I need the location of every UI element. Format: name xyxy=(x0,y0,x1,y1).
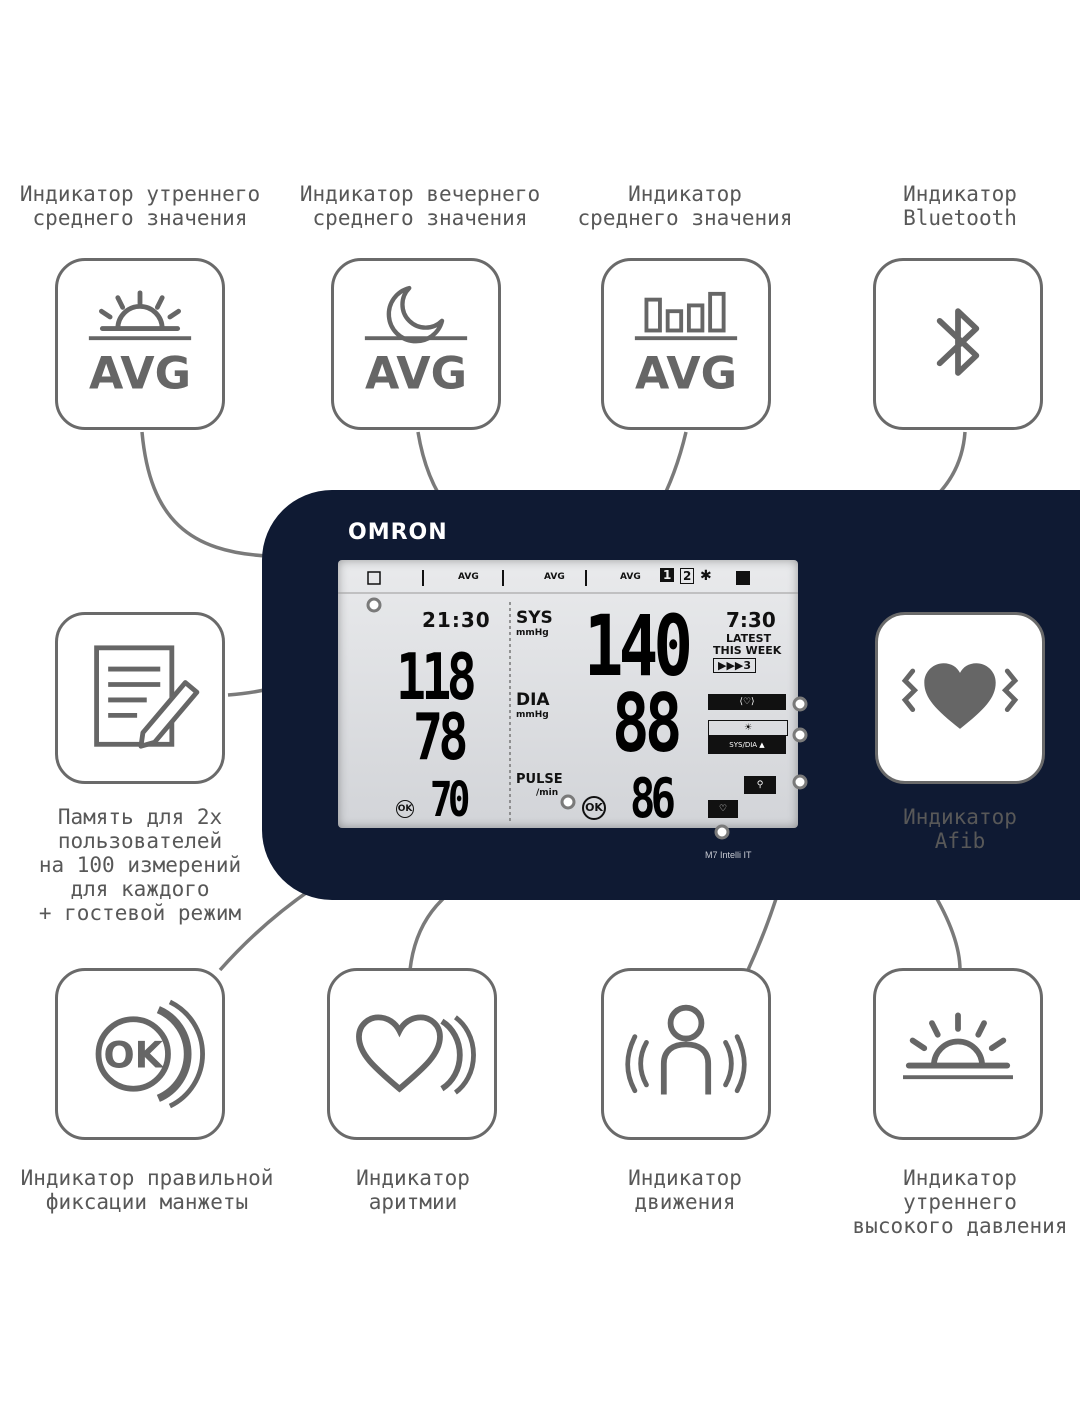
arrhythmia-heart-icon xyxy=(356,1014,476,1095)
top-avg-evening: AVG xyxy=(544,572,565,582)
sys-label: SYS xyxy=(516,608,553,628)
card-evening-avg: AVG xyxy=(331,258,501,430)
latest-label: LATEST xyxy=(726,632,772,645)
sunrise-icon xyxy=(903,1012,1013,1080)
caption-afib: Индикатор Afib xyxy=(903,805,1017,853)
memory-pulse-value: 70 xyxy=(430,772,470,828)
dia-unit: mmHg xyxy=(516,710,549,720)
pulse-unit: /min xyxy=(536,788,559,798)
bluetooth-icon xyxy=(936,308,980,376)
motion-person-icon xyxy=(625,1004,747,1095)
caption-cuff: Индикатор правильной фиксации манжеты xyxy=(20,1166,274,1214)
caption-bluetooth: Индикатор Bluetooth xyxy=(903,182,1017,230)
memory-dia-value: 78 xyxy=(413,701,468,775)
memory-time: 21:30 xyxy=(422,608,491,632)
brand-logo: OMRON xyxy=(348,520,448,545)
memory-sys-value: 118 xyxy=(396,641,477,715)
dia-label: DIA xyxy=(516,690,550,710)
arrhythmia-chip: ♡ xyxy=(708,800,738,818)
latest-time: 7:30 xyxy=(726,608,776,632)
card-arrhythmia xyxy=(327,968,497,1140)
svg-text:AVG: AVG xyxy=(635,348,737,399)
card-avg: AVG xyxy=(601,258,771,430)
svg-text:AVG: AVG xyxy=(365,348,467,399)
model-label: M7 Intelli IT xyxy=(705,850,752,860)
sys-unit: mmHg xyxy=(516,628,549,638)
card-afib xyxy=(875,612,1045,784)
caption-morning-avg: Индикатор утреннего среднего значения xyxy=(19,182,261,230)
caption-avg: Индикатор среднего значения xyxy=(577,182,793,230)
week-counter: ▶▶▶3 xyxy=(713,658,757,673)
bar-chart-avg-icon: AVG xyxy=(634,291,738,399)
lcd-divider xyxy=(509,602,511,822)
dia-value: 88 xyxy=(612,677,682,770)
cuff-ok-big-icon: OK xyxy=(95,999,205,1109)
pulse-label: PULSE xyxy=(516,772,563,787)
svg-text:AVG: AVG xyxy=(89,348,191,399)
card-morning-high xyxy=(873,968,1043,1140)
sys-value: 140 xyxy=(584,597,693,695)
card-morning-avg: AVG xyxy=(55,258,225,430)
motion-chip: ⚲ xyxy=(744,776,776,794)
this-week-label: THIS WEEK xyxy=(713,644,782,657)
card-cuff: OK xyxy=(55,968,225,1140)
memory-ok-icon: OK xyxy=(396,800,414,818)
caption-arrhythmia: Индикатор аритмии xyxy=(356,1166,470,1214)
caption-morning-high: Индикатор утреннего высокого давления xyxy=(852,1166,1068,1238)
user-2-icon: 2 xyxy=(680,568,695,584)
user-1-icon: 1 xyxy=(660,568,675,582)
card-motion xyxy=(601,968,771,1140)
sunrise-avg-icon: AVG xyxy=(88,290,192,399)
caption-motion: Индикатор движения xyxy=(628,1166,742,1214)
sys-dia-chip: SYS/DIA ▲ xyxy=(708,736,786,754)
note-pen-icon xyxy=(94,645,200,749)
caption-evening-avg: Индикатор вечернего среднего значения xyxy=(299,182,541,230)
lcd-top-bar xyxy=(338,570,798,594)
card-bluetooth xyxy=(873,258,1043,430)
afib-heart-icon xyxy=(901,663,1019,729)
lcd-screen: AVG AVG AVG 1 2 ✱ 21:30 118 78 70 OK SYS… xyxy=(338,560,798,828)
top-avg-morning: AVG xyxy=(458,572,479,582)
svg-text:OK: OK xyxy=(103,1034,164,1077)
caption-memory: Память для 2х пользователей на 100 измер… xyxy=(38,805,242,925)
bluetooth-small-icon: ✱ xyxy=(700,568,712,584)
card-memory xyxy=(55,612,225,784)
top-avg: AVG xyxy=(620,572,641,582)
pulse-value: 86 xyxy=(630,767,676,828)
cuff-ok-icon: OK xyxy=(582,796,606,820)
morning-high-chip: ☀ xyxy=(708,720,788,736)
moon-avg-icon: AVG xyxy=(364,285,468,399)
afib-chip: ⟨♡⟩ xyxy=(708,694,786,710)
